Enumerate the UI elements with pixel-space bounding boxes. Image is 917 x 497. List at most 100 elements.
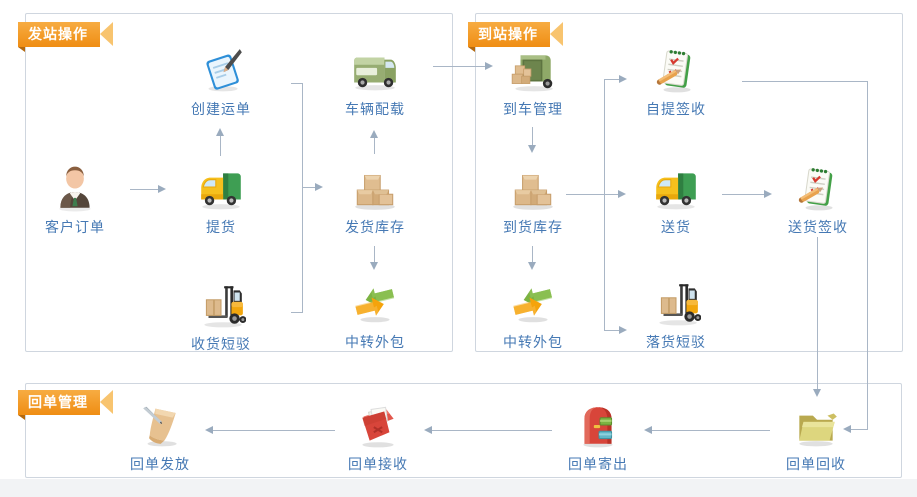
- node-receive-drayage[interactable]: 收货短驳: [161, 280, 281, 354]
- node-label-receipt-receive: 回单接收: [348, 456, 408, 472]
- flow-arrival-inventory-branch-arrowhead: [618, 190, 626, 198]
- flow-customer-order-to-pickup: [130, 189, 158, 190]
- node-label-shipping-inventory: 发货库存: [345, 219, 405, 235]
- node-label-receive-drayage: 收货短驳: [191, 336, 251, 352]
- notepad-check-icon: [793, 163, 843, 213]
- node-label-pickup: 提货: [206, 219, 236, 235]
- departure-badge-label: 发站操作: [28, 26, 88, 42]
- flow-delivery-to-delivery-sign-arrowhead: [764, 190, 772, 198]
- flow-arrival-inventory-branch-arrowhead: [619, 75, 627, 83]
- boxes-icon: [508, 163, 558, 213]
- flow-arrival-vehicle-to-arrival-inventory: [532, 127, 533, 147]
- flow-receipt-receive-to-receipt-issue-arrowhead: [205, 426, 213, 434]
- flow-merge-to-shipping-inventory: [303, 187, 315, 188]
- flow-arrival-inventory-branch: [605, 330, 619, 331]
- flow-self-pickup-sign-to-receipt-recycle: [851, 429, 868, 430]
- flow-arrival-vehicle-to-arrival-inventory-arrowhead: [528, 145, 536, 153]
- swap-arrows-icon: [508, 278, 558, 328]
- flow-customer-order-to-pickup-arrowhead: [158, 185, 166, 193]
- yellow-truck-icon: [196, 163, 246, 213]
- node-create-waybill[interactable]: 创建运单: [161, 45, 281, 119]
- node-label-vehicle-loading: 车辆配载: [345, 101, 405, 117]
- flow-arrival-inventory-branch: [566, 194, 618, 195]
- flow-arrival-inventory-branch: [604, 79, 605, 331]
- node-delivery[interactable]: 送货: [616, 163, 736, 237]
- arrival-section-badge: 到站操作: [468, 22, 563, 52]
- person-icon: [50, 163, 100, 213]
- node-receipt-mail[interactable]: 回单寄出: [538, 400, 658, 474]
- green-van-icon: [350, 45, 400, 95]
- node-pickup[interactable]: 提货: [161, 163, 281, 237]
- flow-shipping-inventory-to-transfer: [374, 246, 375, 264]
- node-label-self-pickup-sign: 自提签收: [646, 101, 706, 117]
- forklift-icon: [196, 280, 246, 330]
- node-shipping-inventory[interactable]: 发货库存: [315, 163, 435, 237]
- node-label-receipt-issue: 回单发放: [130, 456, 190, 472]
- node-receipt-recycle[interactable]: 回单回收: [756, 400, 876, 474]
- node-delivery-sign[interactable]: 送货签收: [758, 163, 878, 237]
- node-unload-drayage[interactable]: 落货短驳: [616, 278, 736, 352]
- flow-merge-to-shipping-inventory-arrowhead: [315, 183, 323, 191]
- node-label-transfer-outsourcing-2: 中转外包: [503, 334, 563, 350]
- red-mailbox-icon: [573, 400, 623, 450]
- node-label-create-waybill: 创建运单: [191, 101, 251, 117]
- flow-shipping-inventory-to-transfer-arrowhead: [370, 262, 378, 270]
- flow-arrival-inventory-to-transfer-arrowhead: [528, 262, 536, 270]
- flow-arrival-inventory-to-transfer: [532, 246, 533, 264]
- node-label-unload-drayage: 落货短驳: [646, 334, 706, 350]
- notepad-check-icon: [651, 45, 701, 95]
- flow-delivery-sign-to-receipt-recycle-arrowhead: [813, 389, 821, 397]
- receipt-badge-label: 回单管理: [28, 394, 88, 410]
- node-receipt-receive[interactable]: 回单接收: [318, 400, 438, 474]
- swap-arrows-icon: [350, 278, 400, 328]
- flow-pickup-to-create-waybill: [220, 132, 221, 156]
- flow-vehicle-loading-to-arrival-vehicle-arrowhead: [485, 62, 493, 70]
- flow-receipt-receive-to-receipt-issue: [213, 430, 335, 431]
- node-self-pickup-sign[interactable]: 自提签收: [616, 45, 736, 119]
- node-label-delivery: 送货: [661, 219, 691, 235]
- page-bottom-strip: [0, 479, 917, 497]
- node-label-arrival-vehicle: 到车管理: [503, 101, 563, 117]
- node-label-transfer-outsourcing: 中转外包: [345, 334, 405, 350]
- flow-merge-to-shipping-inventory: [302, 83, 303, 313]
- node-arrival-vehicle[interactable]: 到车管理: [473, 45, 593, 119]
- green-truck-boxes-icon: [508, 45, 558, 95]
- receipt-section-badge: 回单管理: [18, 390, 113, 420]
- red-open-box-icon: [353, 400, 403, 450]
- flow-self-pickup-sign-to-receipt-recycle-arrowhead: [843, 425, 851, 433]
- departure-section-badge: 发站操作: [18, 22, 113, 52]
- flow-vehicle-loading-to-arrival-vehicle: [433, 66, 485, 67]
- node-label-arrival-inventory: 到货库存: [503, 219, 563, 235]
- yellow-truck-icon: [651, 163, 701, 213]
- boxes-icon: [350, 163, 400, 213]
- flow-arrival-inventory-branch-arrowhead: [619, 326, 627, 334]
- flow-shipping-inventory-to-vehicle-loading: [374, 135, 375, 154]
- forklift-icon: [651, 278, 701, 328]
- notepad-pen-icon: [196, 45, 246, 95]
- node-label-receipt-recycle: 回单回收: [786, 456, 846, 472]
- node-customer-order[interactable]: 客户订单: [15, 163, 135, 237]
- node-transfer-outsourcing-2[interactable]: 中转外包: [473, 278, 593, 352]
- node-receipt-issue[interactable]: 回单发放: [100, 400, 220, 474]
- yellow-folder-icon: [791, 400, 841, 450]
- flow-pickup-to-create-waybill-arrowhead: [216, 128, 224, 136]
- flow-receipt-mail-to-receipt-receive: [432, 430, 552, 431]
- node-label-delivery-sign: 送货签收: [788, 219, 848, 235]
- node-vehicle-loading[interactable]: 车辆配载: [315, 45, 435, 119]
- arrival-badge-label: 到站操作: [478, 26, 538, 42]
- flow-delivery-to-delivery-sign: [722, 194, 764, 195]
- node-arrival-inventory[interactable]: 到货库存: [473, 163, 593, 237]
- flow-merge-to-shipping-inventory: [291, 83, 303, 84]
- node-transfer-outsourcing[interactable]: 中转外包: [315, 278, 435, 352]
- flow-shipping-inventory-to-vehicle-loading-arrowhead: [370, 130, 378, 138]
- flow-receipt-recycle-to-receipt-mail: [652, 430, 770, 431]
- flow-receipt-recycle-to-receipt-mail-arrowhead: [644, 426, 652, 434]
- node-label-customer-order: 客户订单: [45, 219, 105, 235]
- node-label-receipt-mail: 回单寄出: [568, 456, 628, 472]
- flow-receipt-mail-to-receipt-receive-arrowhead: [424, 426, 432, 434]
- flow-self-pickup-sign-to-receipt-recycle: [867, 81, 868, 429]
- flow-arrival-inventory-branch: [605, 79, 619, 80]
- paper-pen-icon: [135, 400, 185, 450]
- flow-self-pickup-sign-to-receipt-recycle: [742, 81, 868, 82]
